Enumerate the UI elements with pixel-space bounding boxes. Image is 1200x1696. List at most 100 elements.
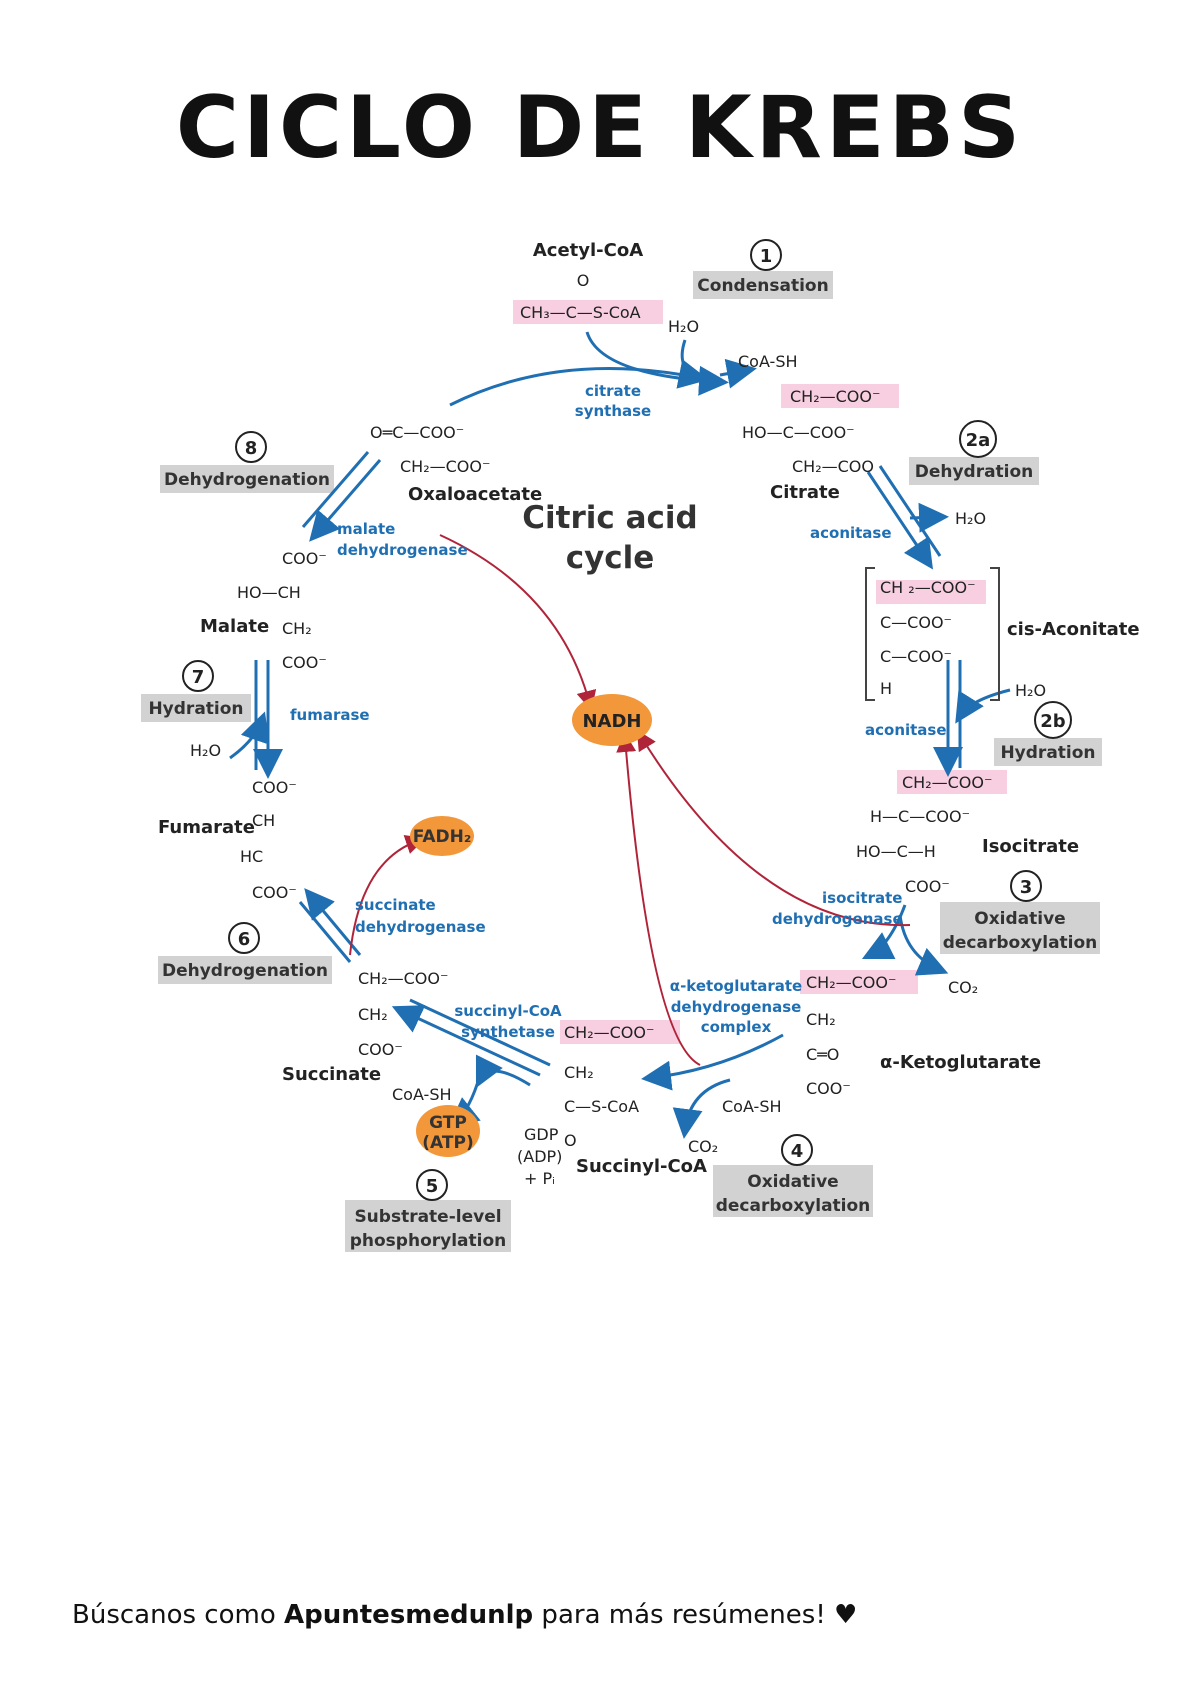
- malate-formula-4: COO⁻: [282, 653, 327, 672]
- step-4-label-1: Oxidative: [747, 1172, 838, 1192]
- citrate-formula-1: CH₂—COO⁻: [790, 387, 880, 406]
- malate-name: Malate: [200, 616, 269, 637]
- oxaloacetate-name: Oxaloacetate: [408, 484, 542, 505]
- acetyl-coa-name: Acetyl-CoA: [533, 240, 643, 261]
- enzyme-akgdh-3: complex: [701, 1018, 772, 1036]
- step-2a-label: Dehydration: [915, 462, 1034, 482]
- enzyme-mdh-1: malate: [337, 520, 395, 538]
- succinyl-coa-formula-3: C—S-CoA: [564, 1097, 639, 1116]
- isocitrate-formula-1: CH₂—COO⁻: [902, 773, 992, 792]
- step-1-number: 1: [760, 246, 773, 267]
- enzyme-fumarase: fumarase: [290, 706, 370, 724]
- succinyl-coa-formula-2: CH₂: [564, 1063, 594, 1082]
- step-8-number: 8: [245, 438, 258, 459]
- step-5-number: 5: [426, 1176, 439, 1197]
- enzyme-sdh-2: dehydrogenase: [355, 918, 486, 936]
- cycle-arrows: [229, 331, 1011, 1139]
- page-title: CICLO DE KREBS: [175, 78, 1025, 178]
- step-5-label-2: phosphorylation: [350, 1231, 507, 1251]
- product-bubbles: [410, 694, 652, 1157]
- gdp-label: GDP: [524, 1125, 559, 1144]
- fumarate-formula-4: COO⁻: [252, 883, 297, 902]
- atp-label: (ATP): [422, 1133, 473, 1153]
- fumarate-formula-3: HC: [240, 847, 263, 866]
- nadh-label: NADH: [582, 711, 641, 732]
- gtp-label: GTP: [429, 1113, 467, 1133]
- h2o-2: H₂O: [955, 509, 986, 528]
- oxaloacetate-formula-2: CH₂—COO⁻: [400, 457, 490, 476]
- succinate-formula-1: CH₂—COO⁻: [358, 969, 448, 988]
- succinate-formula-2: CH₂: [358, 1005, 388, 1024]
- cis-aconitate-bracket: [865, 567, 1000, 701]
- enzyme-akgdh-2: dehydrogenase: [671, 998, 802, 1016]
- co2-2: CO₂: [688, 1137, 718, 1156]
- isocitrate-name: Isocitrate: [982, 836, 1079, 857]
- fadh2-label: FADH₂: [413, 827, 472, 847]
- step-3-label-2: decarboxylation: [943, 933, 1098, 953]
- step-2b-label: Hydration: [1000, 743, 1095, 763]
- succinate-name: Succinate: [282, 1064, 381, 1085]
- citrate-name: Citrate: [770, 482, 840, 503]
- nadh-arrows: [349, 534, 911, 1066]
- footer-note: Búscanos como Apuntesmedunlp para más re…: [72, 1600, 857, 1630]
- highlight-boxes: [513, 300, 1007, 1044]
- step-2a-number: 2a: [966, 430, 991, 451]
- step-number-circles: [182, 239, 1072, 1201]
- enzyme-scs-1: succinyl-CoA: [454, 1002, 562, 1020]
- enzyme-scs-2: synthetase: [461, 1023, 555, 1041]
- isocitrate-formula-4: COO⁻: [905, 877, 950, 896]
- succinyl-coa-formula-1: CH₂—COO⁻: [564, 1023, 654, 1042]
- enzyme-isocitrate-dh-1: isocitrate: [822, 889, 902, 907]
- acetyl-coa-formula: CH₃—C—S-CoA: [520, 303, 641, 322]
- step-4-number: 4: [791, 1141, 804, 1162]
- step-5-label-1: Substrate-level: [354, 1207, 501, 1227]
- adp-label: (ADP): [517, 1147, 562, 1166]
- fumarate-formula-1: COO⁻: [252, 778, 297, 797]
- footer-brand: Apuntesmedunlp: [284, 1600, 534, 1630]
- acetyl-coa-oxygen: O: [577, 271, 590, 290]
- enzyme-citrate-synthase-2: synthase: [575, 402, 651, 420]
- isocitrate-formula-3: HO—C—H: [856, 842, 936, 861]
- h2o-3: H₂O: [1015, 681, 1046, 700]
- enzyme-mdh-2: dehydrogenase: [337, 541, 468, 559]
- enzyme-akgdh-1: α-ketoglutarate: [670, 977, 802, 995]
- enzyme-aconitase-2: aconitase: [865, 721, 947, 739]
- enzyme-isocitrate-dh-2: dehydrogenase: [772, 910, 903, 928]
- fumarate-name: Fumarate: [158, 817, 255, 838]
- step-6-label: Dehydrogenation: [162, 961, 328, 981]
- pi-label: + Pᵢ: [524, 1169, 555, 1188]
- malate-formula-2: HO—CH: [237, 583, 301, 602]
- akg-name: α-Ketoglutarate: [880, 1052, 1041, 1073]
- step-3-number: 3: [1020, 877, 1033, 898]
- cis-aconitate-name: cis-Aconitate: [1007, 619, 1140, 640]
- step-3-label-1: Oxidative: [974, 909, 1065, 929]
- footer-prefix: Búscanos como: [72, 1600, 284, 1630]
- akg-formula-2: CH₂: [806, 1010, 836, 1029]
- enzyme-sdh-1: succinate: [355, 896, 436, 914]
- h2o-4: H₂O: [190, 741, 221, 760]
- step-6-number: 6: [238, 929, 251, 950]
- co2-1: CO₂: [948, 978, 978, 997]
- citrate-formula-3: CH₂—COO: [792, 457, 874, 476]
- enzyme-aconitase-1: aconitase: [810, 524, 892, 542]
- cis-aconitate-formula-4: H: [880, 679, 892, 698]
- succinate-formula-3: COO⁻: [358, 1040, 403, 1059]
- center-title-line2: cycle: [566, 540, 655, 576]
- cis-aconitate-formula-1: CH ₂—COO⁻: [880, 578, 976, 597]
- coa-sh-3: CoA-SH: [392, 1085, 452, 1104]
- step-7-number: 7: [192, 667, 205, 688]
- coa-sh-1: CoA-SH: [738, 352, 798, 371]
- oxaloacetate-formula-1: O═C—COO⁻: [370, 423, 464, 442]
- step-2b-number: 2b: [1040, 711, 1066, 732]
- malate-formula-1: COO⁻: [282, 549, 327, 568]
- step-4-label-2: decarboxylation: [716, 1196, 871, 1216]
- akg-formula-1: CH₂—COO⁻: [806, 973, 896, 992]
- isocitrate-formula-2: H—C—COO⁻: [870, 807, 970, 826]
- akg-formula-3: C═O: [806, 1045, 839, 1064]
- footer-suffix: para más resúmenes! ♥: [533, 1600, 858, 1630]
- malate-formula-3: CH₂: [282, 619, 312, 638]
- akg-formula-4: COO⁻: [806, 1079, 851, 1098]
- enzyme-citrate-synthase-1: citrate: [585, 382, 641, 400]
